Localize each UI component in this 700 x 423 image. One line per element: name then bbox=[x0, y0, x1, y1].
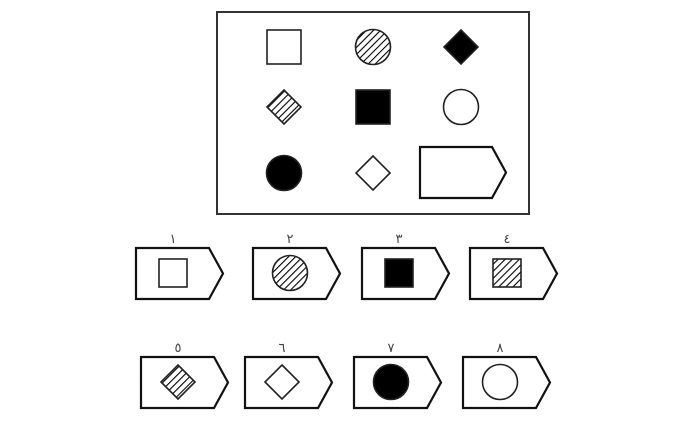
circle-outline-icon bbox=[442, 88, 480, 126]
option-number-label: ٣ bbox=[396, 232, 403, 247]
circle-outline-icon bbox=[481, 363, 519, 401]
option-number-label: ١ bbox=[170, 232, 177, 247]
answer-option-6[interactable]: ٦ bbox=[243, 341, 334, 410]
answer-option-5[interactable]: ٥ bbox=[139, 341, 230, 410]
answer-option-7[interactable]: ٧ bbox=[352, 341, 443, 410]
answer-options: ١ ٢ ٣ ٤ ٥ ٦ ٧ ٨ bbox=[134, 232, 559, 410]
answer-option-4[interactable]: ٤ bbox=[468, 232, 559, 301]
answer-option-1[interactable]: ١ bbox=[134, 232, 225, 301]
option-number-label: ٥ bbox=[175, 341, 182, 356]
square-filled-icon bbox=[384, 258, 414, 288]
square-hatched-icon bbox=[492, 258, 522, 288]
option-number-label: ٤ bbox=[504, 232, 511, 247]
square-outline-icon bbox=[266, 29, 302, 65]
answer-slot bbox=[418, 145, 508, 200]
circle-hatched-icon bbox=[271, 254, 309, 292]
diamond-hatched-icon bbox=[159, 363, 197, 401]
option-number-label: ٨ bbox=[497, 341, 504, 356]
diamond-hatched-icon bbox=[265, 88, 303, 126]
circle-hatched-icon bbox=[354, 28, 392, 66]
diamond-outline-icon bbox=[263, 363, 301, 401]
option-number-label: ٦ bbox=[279, 341, 286, 356]
square-outline-icon bbox=[158, 258, 188, 288]
answer-option-8[interactable]: ٨ bbox=[461, 341, 552, 410]
puzzle-matrix bbox=[265, 28, 508, 200]
answer-option-3[interactable]: ٣ bbox=[360, 232, 451, 301]
circle-filled-icon bbox=[372, 363, 410, 401]
answer-option-2[interactable]: ٢ bbox=[251, 232, 342, 301]
option-number-label: ٢ bbox=[287, 232, 294, 247]
diamond-filled-icon bbox=[442, 28, 480, 66]
diamond-outline-icon bbox=[354, 154, 392, 192]
circle-filled-icon bbox=[265, 154, 303, 192]
square-filled-icon bbox=[355, 89, 391, 125]
option-number-label: ٧ bbox=[388, 341, 395, 356]
